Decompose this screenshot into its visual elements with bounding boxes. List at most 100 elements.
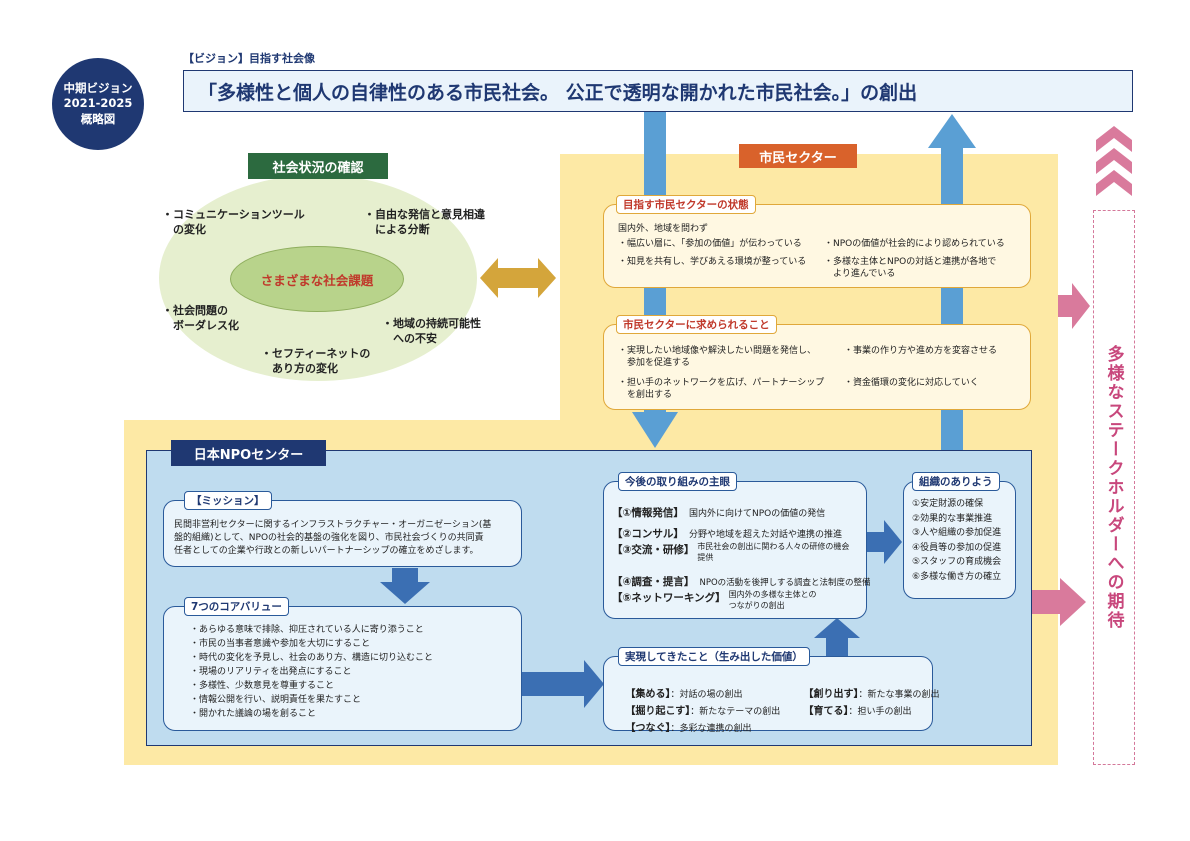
achieved-item: 【集める】：対話の場の創出 xyxy=(614,676,742,714)
mission-arrow-head xyxy=(380,582,430,604)
core-value-item: ・あらゆる意味で排除、抑圧されている人に寄り添うこと xyxy=(190,625,424,635)
badge-line2: 2021-2025 xyxy=(63,96,133,111)
social-issues-ellipse: さまざまな社会課題 xyxy=(230,246,404,312)
stakeholder-text: 多様なステークホルダーへの期待 xyxy=(1103,345,1124,630)
achieved-desc: ：対話の場の創出 xyxy=(670,690,743,701)
badge-line3: 概略図 xyxy=(80,111,116,126)
social-item: ・社会問題の ボーダレス化 xyxy=(162,304,239,333)
achieved-item: 【育てる】：担い手の創出 xyxy=(792,693,911,731)
achieved-desc: ：新たな事業の創出 xyxy=(858,690,940,701)
initiative-item: 【④調査・提言】 NPOの活動を後押しする調査と法制度の整備 xyxy=(612,570,871,589)
initiative-desc: NPOの活動を後押しする調査と法制度の整備 xyxy=(699,578,871,588)
civic-state-item: ・幅広い層に、「参加の価値」が伝わっている xyxy=(618,239,802,249)
civic-state-item: ・知見を共有し、学びあえる環境が整っている xyxy=(618,257,807,267)
core-value-item: ・市民の当事者意識や参加を大切にすること xyxy=(190,638,371,649)
civic-state-item: ・NPOの価値が社会的により認められている xyxy=(824,239,1005,249)
initiatives-tag: 今後の取り組みの主眼 xyxy=(618,472,737,491)
core-value-item: ・時代の変化を予見し、社会のあり方、構造に切り込むこと xyxy=(190,652,434,663)
org-item: ④役員等の参加の促進 xyxy=(912,542,1002,553)
org-item: ①安定財源の確保 xyxy=(912,499,984,509)
vision-label: 【ビジョン】目指す社会像 xyxy=(183,52,315,65)
civic-required-item: ・実現したい地域像や解決したい問題を発信し、 参加を促進する xyxy=(618,346,817,369)
civic-state-box: 目指す市民セクターの状態 国内外、地域を問わず ・幅広い層に、「参加の価値」が伝… xyxy=(603,195,1031,288)
mission-box: 【ミッション】 民間非営利セクターに関するインフラストラクチャー・オーガニゼーシ… xyxy=(163,491,522,567)
achieved-head: 【育てる】 xyxy=(803,706,849,718)
achieved-box: 実現してきたこと（生み出した価値） 【集める】：対話の場の創出 【創り出す】：新… xyxy=(603,647,939,734)
achieved-desc: ：新たなテーマの創出 xyxy=(690,707,781,718)
achieved-item: 【創り出す】：新たな事業の創出 xyxy=(792,676,939,714)
achieved-arrow-shaft xyxy=(826,638,848,656)
init-arrow-shaft xyxy=(866,532,886,552)
org-item: ⑥多様な働き方の確立 xyxy=(912,571,1002,582)
initiative-desc: 市民社会の創出に関わる人々の研修の機会 提供 xyxy=(697,542,850,562)
core-value-item: ・情報公開を行い、説明責任を果たすこと xyxy=(190,694,362,705)
vision-statement-box: 「多様性と個人の自律性のある市民社会。 公正で透明な開かれた市民社会。」の創出 xyxy=(183,70,1133,112)
org-tag: 組織のありよう xyxy=(912,472,1000,491)
initiative-desc: 国内外に向けてNPOの価値の発信 xyxy=(688,509,826,519)
achieved-desc: ：担い手の創出 xyxy=(848,707,912,718)
civic-required-box: 市民セクターに求められること ・実現したい地域像や解決したい問題を発信し、 参加… xyxy=(603,315,1031,410)
org-list: ①安定財源の確保 ②効果的な事業推進 ③人や組織の参加促進 ④役員等の参加の促進… xyxy=(912,497,1001,584)
initiative-head: 【④調査・提言】 xyxy=(612,576,695,588)
badge-line1: 中期ビジョン xyxy=(63,80,133,95)
mission-tag: 【ミッション】 xyxy=(184,491,272,510)
up-arrow-head xyxy=(928,114,976,148)
initiative-item: 【②コンサル】 分野や地域を超えた対話や連携の推進 xyxy=(612,522,842,541)
values-arrow-head xyxy=(584,660,604,708)
achieved-head: 【つなぐ】 xyxy=(625,723,671,735)
initiative-item: 【③交流・研修】 市民社会の創出に関わる人々の研修の機会 提供 xyxy=(612,542,849,564)
achieved-arrow-head xyxy=(814,618,860,638)
achieved-head: 【集める】 xyxy=(625,689,671,701)
core-value-item: ・現場のリアリティを出発点にすること xyxy=(190,666,352,677)
achieved-desc: ：多彩な連携の創出 xyxy=(670,724,752,735)
pink-arrow-upper xyxy=(1058,283,1090,329)
initiative-head: 【①情報発信】 xyxy=(612,507,684,519)
initiative-item: 【①情報発信】 国内外に向けてNPOの価値の発信 xyxy=(612,501,825,520)
social-issues-label: さまざまな社会課題 xyxy=(260,272,374,288)
core-value-item: ・開かれた議論の場を創ること xyxy=(190,708,317,719)
npo-center-title: 日本NPOセンター xyxy=(171,440,326,466)
civic-required-item: ・資金循環の変化に対応していく xyxy=(844,378,979,388)
social-item: ・コミュニケーションツール の変化 xyxy=(162,208,305,237)
civic-state-item: ・多様な主体とNPOの対話と連携が各地で より進んでいる xyxy=(824,257,997,280)
initiative-desc: 分野や地域を超えた対話や連携の推進 xyxy=(688,530,842,540)
mission-arrow-shaft xyxy=(392,568,418,582)
values-arrow-shaft xyxy=(522,672,584,696)
achieved-head: 【掘り起こす】 xyxy=(625,706,691,718)
civic-state-tag: 目指す市民セクターの状態 xyxy=(616,195,756,214)
vision-badge: 中期ビジョン 2021-2025 概略図 xyxy=(52,58,144,150)
org-item: ③人や組織の参加促進 xyxy=(912,528,1002,539)
down-arrow-head xyxy=(632,412,678,448)
core-values-list: ・あらゆる意味で排除、抑圧されている人に寄り添うこと ・市民の当事者意識や参加を… xyxy=(190,624,433,722)
civic-required-item: ・担い手のネットワークを広げ、パートナーシップ を創出する xyxy=(618,378,825,401)
core-value-item: ・多様性、少数意見を尊重すること xyxy=(190,680,335,691)
initiative-head: 【②コンサル】 xyxy=(612,528,684,540)
double-arrow xyxy=(480,258,556,298)
pink-arrow-lower xyxy=(1032,578,1086,626)
stakeholder-box: 多様なステークホルダーへの期待 xyxy=(1093,210,1135,765)
initiative-desc: 国内外の多様な主体との つながりの創出 xyxy=(728,590,817,610)
initiative-item: 【⑤ネットワーキング】 国内外の多様な主体との つながりの創出 xyxy=(612,590,817,612)
social-situation-title: 社会状況の確認 xyxy=(248,153,388,179)
achieved-head: 【創り出す】 xyxy=(803,689,859,701)
social-item: ・セフティーネットの あり方の変化 xyxy=(261,347,371,376)
core-values-tag: 7つのコアバリュー xyxy=(184,597,289,616)
social-item: ・自由な発信と意見相違 による分断 xyxy=(364,208,485,237)
civic-required-tag: 市民セクターに求められること xyxy=(616,315,777,334)
core-values-box: 7つのコアバリュー ・あらゆる意味で排除、抑圧されている人に寄り添うこと ・市民… xyxy=(163,597,522,731)
initiatives-box: 今後の取り組みの主眼 【①情報発信】 国内外に向けてNPOの価値の発信 【②コン… xyxy=(603,472,871,619)
social-item: ・地域の持続可能性 への不安 xyxy=(382,317,481,346)
org-item: ②効果的な事業推進 xyxy=(912,513,993,524)
org-box: 組織のありよう ①安定財源の確保 ②効果的な事業推進 ③人や組織の参加促進 ④役… xyxy=(903,472,1016,599)
init-arrow-head xyxy=(884,520,902,564)
chevron-up-icon xyxy=(1096,170,1132,196)
achieved-item: 【つなぐ】：多彩な連携の創出 xyxy=(614,710,751,748)
initiative-head: 【⑤ネットワーキング】 xyxy=(612,592,726,604)
civic-state-intro: 国内外、地域を問わず xyxy=(618,224,709,234)
achieved-item: 【掘り起こす】：新たなテーマの創出 xyxy=(614,693,780,731)
initiative-head: 【③交流・研修】 xyxy=(612,544,695,556)
achieved-tag: 実現してきたこと（生み出した価値） xyxy=(618,647,810,666)
civic-required-item: ・事業の作り方や進め方を変容させる xyxy=(844,346,998,356)
civic-sector-title: 市民セクター xyxy=(739,144,857,168)
